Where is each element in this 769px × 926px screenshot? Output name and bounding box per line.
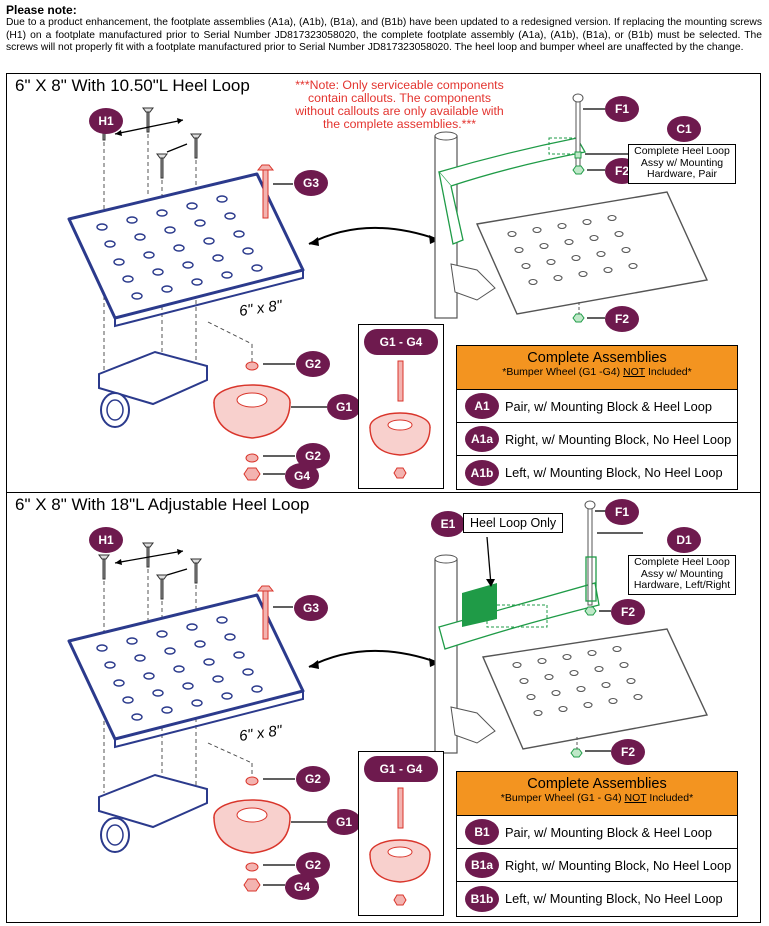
callout-g1-g4: G1 - G4 [364, 756, 438, 782]
panel-heel-loop-18-adjustable: 6" X 8" With 18"L Adjustable Heel Loop [6, 492, 761, 923]
callout-g2-top: G2 [296, 766, 330, 792]
assemblies-header: Complete Assemblies *Bumper Wheel (G1 -G… [457, 346, 737, 390]
assembly-label: Right, w/ Mounting Block, No Heel Loop [505, 857, 732, 873]
callout-g1: G1 [327, 809, 361, 835]
complete-assemblies-table-a: Complete Assemblies *Bumper Wheel (G1 -G… [456, 345, 738, 490]
panel-title: 6" X 8" With 18"L Adjustable Heel Loop [15, 495, 310, 514]
assembly-label: Right, w/ Mounting Block, No Heel Loop [505, 431, 732, 447]
assemblies-header: Complete Assemblies *Bumper Wheel (G1 - … [457, 772, 737, 816]
assembly-label: Left, w/ Mounting Block, No Heel Loop [505, 891, 723, 906]
assembly-row-a1b: A1b Left, w/ Mounting Block, No Heel Loop [457, 456, 737, 489]
callout-f2-bottom: F2 [611, 739, 645, 765]
assembly-label: Pair, w/ Mounting Block & Heel Loop [505, 398, 712, 414]
panel-heel-loop-10-50: 6" X 8" With 10.50"L Heel Loop ***Note: … [6, 73, 761, 493]
callout-b1a: B1a [465, 852, 499, 878]
assembly-label: Left, w/ Mounting Block, No Heel Loop [505, 465, 723, 480]
callout-g2-bottom: G2 [296, 852, 330, 878]
note-text: Due to a product enhancement, the footpl… [6, 17, 762, 54]
assembly-row-b1a: B1a Right, w/ Mounting Block, No Heel Loo… [457, 849, 737, 882]
callout-g3: G3 [294, 170, 328, 196]
bumper-wheel-kit-box: G1 - G4 [358, 751, 444, 916]
complete-assemblies-table-b: Complete Assemblies *Bumper Wheel (G1 - … [456, 771, 738, 917]
callout-h1: H1 [89, 108, 123, 134]
subtitle-post: Included* [646, 792, 694, 804]
callout-g3: G3 [294, 595, 328, 621]
callout-a1b: A1b [465, 459, 499, 486]
e1-description: Heel Loop Only [463, 513, 564, 533]
note-block: Please note: Due to a product enhancemen… [6, 3, 762, 55]
exploded-view-drawing-2 [67, 500, 709, 892]
callout-g2-top: G2 [296, 351, 330, 377]
callout-h1: H1 [89, 527, 123, 553]
callout-g1: G1 [327, 394, 361, 420]
assembly-label: Pair, w/ Mounting Block & Heel Loop [505, 824, 712, 840]
subtitle-pre: *Bumper Wheel (G1 - G4) [500, 792, 625, 804]
callout-f1: F1 [605, 96, 639, 122]
panel-title: 6" X 8" With 10.50"L Heel Loop [15, 76, 250, 95]
bumper-wheel-kit-drawing [369, 787, 431, 906]
callout-a1: A1 [465, 393, 499, 419]
subtitle-post: Included* [645, 366, 692, 378]
callout-c1: C1 [667, 116, 701, 142]
assembly-row-b1: B1 Pair, w/ Mounting Block & Heel Loop [457, 816, 737, 849]
callout-f2-bottom: F2 [605, 306, 639, 332]
assemblies-title: Complete Assemblies [527, 350, 667, 366]
bumper-wheel-kit-drawing [369, 360, 431, 479]
subtitle-not: NOT [624, 792, 647, 804]
callout-a1a: A1a [465, 426, 499, 452]
assembly-row-b1b: B1b Left, w/ Mounting Block, No Heel Loop [457, 882, 737, 915]
callout-g1-g4: G1 - G4 [364, 329, 438, 355]
c1-description: Complete Heel Loop Assy w/ Mounting Hard… [628, 144, 736, 184]
callout-g4: G4 [285, 874, 319, 900]
serviceable-note: ***Note: Only serviceable components con… [295, 78, 504, 131]
assembly-row-a1a: A1a Right, w/ Mounting Block, No Heel Loo… [457, 423, 737, 456]
assemblies-subtitle: *Bumper Wheel (G1 - G4) NOT Included* [457, 792, 737, 804]
assemblies-subtitle: *Bumper Wheel (G1 -G4) NOT Included* [457, 366, 737, 378]
subtitle-not: NOT [623, 366, 646, 378]
callout-d1: D1 [667, 527, 701, 553]
bumper-wheel-kit-box: G1 - G4 [358, 324, 444, 489]
exploded-view-drawing-1 [67, 93, 709, 481]
note-heading: Please note: [6, 3, 77, 17]
callout-f2-top: F2 [611, 599, 645, 625]
callout-b1b: B1b [465, 885, 499, 912]
callout-e1: E1 [431, 511, 465, 537]
d1-description: Complete Heel Loop Assy w/ Mounting Hard… [628, 555, 736, 595]
subtitle-pre: *Bumper Wheel (G1 -G4) [502, 366, 624, 378]
assembly-row-a1: A1 Pair, w/ Mounting Block & Heel Loop [457, 390, 737, 423]
callout-b1: B1 [465, 819, 499, 845]
callout-g4: G4 [285, 463, 319, 489]
callout-f1: F1 [605, 499, 639, 525]
assemblies-title: Complete Assemblies [527, 776, 667, 792]
